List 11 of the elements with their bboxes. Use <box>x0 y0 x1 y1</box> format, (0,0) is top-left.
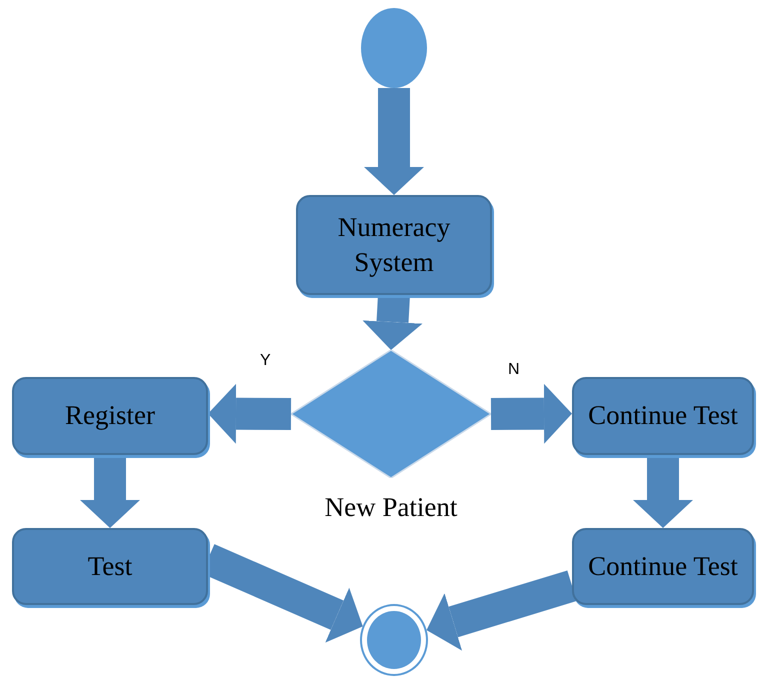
block-arrow <box>633 455 693 528</box>
block-arrow <box>364 88 424 195</box>
block-arrow <box>80 455 140 528</box>
decision-label: New Patient <box>324 492 458 523</box>
process-box: Continue Test <box>572 528 754 605</box>
block-arrow <box>490 384 572 444</box>
block-arrow <box>208 384 292 444</box>
process-box: Test <box>12 528 208 605</box>
process-box: Continue Test <box>572 377 754 455</box>
process-box: Register <box>12 377 208 455</box>
process-box: Numeracy System <box>296 195 492 295</box>
